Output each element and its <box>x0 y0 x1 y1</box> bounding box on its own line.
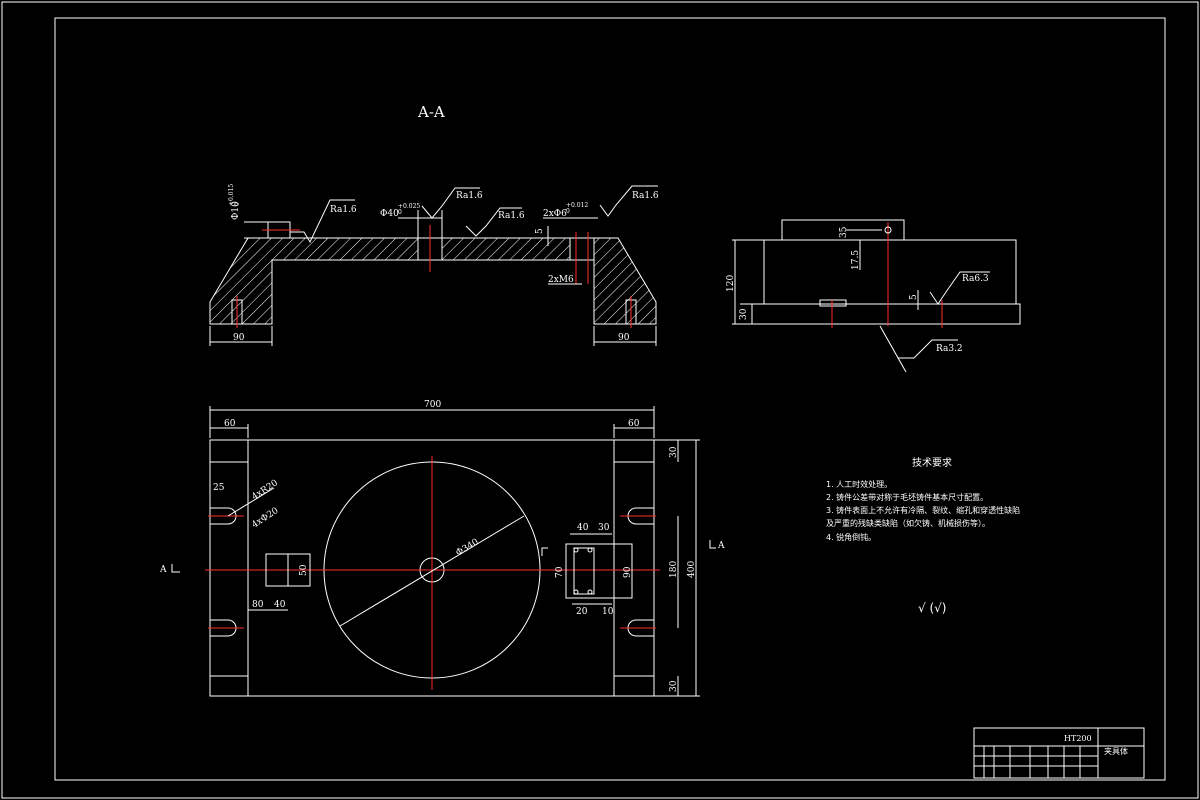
section-marker-right: A <box>717 541 725 551</box>
pin-hole <box>569 237 595 261</box>
dim-70: 70 <box>555 566 565 578</box>
side-slot <box>819 299 847 307</box>
section-profile-left <box>209 237 419 325</box>
right-block-inner <box>573 547 595 595</box>
dim-400: 400 <box>687 561 697 578</box>
dim-90-left: 90 <box>233 333 245 343</box>
plan-outline <box>209 439 655 697</box>
section-profile-mid <box>441 237 571 261</box>
section-title: A-A <box>417 103 445 121</box>
dim-d10: Φ10 <box>231 201 241 220</box>
right-block-hole-2 <box>587 547 593 553</box>
section-profile-right <box>593 237 657 325</box>
roughness-symbol-side-top <box>929 271 990 305</box>
plan-view: Φ340 50 80 40 40 30 70 90 20 10 <box>205 400 700 697</box>
dim-5: 5 <box>535 228 545 234</box>
tech-title: 技术要求 <box>912 456 952 469</box>
section-arrow-left <box>171 564 180 573</box>
right-block-outer <box>565 543 633 599</box>
section-arrow-right <box>709 540 716 549</box>
roughness-label-side-bottom: Ra3.2 <box>936 344 963 354</box>
dim-180: 180 <box>669 561 679 578</box>
dim-30-side: 30 <box>739 308 749 320</box>
dim-d40: Φ40 <box>380 209 399 219</box>
roughness-label-side-top: Ra6.3 <box>962 274 989 284</box>
dim-700: 700 <box>424 400 441 410</box>
side-pin-hole <box>884 226 892 234</box>
dim-4x20b: 4xΦ20 <box>250 506 281 531</box>
roughness-symbol-4 <box>599 185 658 217</box>
dim-80: 80 <box>252 600 264 610</box>
tol-d40-upper: +0.025 <box>398 203 420 210</box>
right-block-hole-3 <box>573 589 579 595</box>
inner-border <box>54 17 1166 781</box>
right-block-hole-4 <box>587 589 593 595</box>
side-top-boss <box>781 219 905 241</box>
dim-30-right-bottom: 30 <box>669 680 679 692</box>
roughness-symbol-2 <box>421 187 480 219</box>
title-block-part-name: 夹具体 <box>1104 746 1128 756</box>
roughness-symbol-side-bottom <box>879 325 958 373</box>
title-block-material: HT200 <box>1064 734 1092 743</box>
dim-30-right-top: 30 <box>669 446 679 458</box>
dim-50: 50 <box>299 564 309 576</box>
tol-d10-upper: +0.015 <box>228 184 235 206</box>
dim-35: 35 <box>839 226 849 238</box>
roughness-label-1: Ra1.6 <box>330 205 357 215</box>
title-block: HT200 夹具体 <box>973 727 1145 779</box>
right-block-hole-1 <box>573 547 579 553</box>
dim-90: 90 <box>623 566 633 578</box>
roughness-general-symbol: √ (√) <box>918 601 946 615</box>
tol-2xd6-lower: 0 <box>566 208 570 215</box>
side-base <box>751 303 1021 325</box>
section-marker-left: A <box>159 565 167 575</box>
roughness-label-2: Ra1.6 <box>456 191 483 201</box>
dim-5-side: 5 <box>909 294 919 300</box>
dim-17-5: 17.5 <box>851 250 861 270</box>
dim-20: 20 <box>576 607 588 617</box>
dim-60-left: 60 <box>224 419 236 429</box>
tech-item-2: 2. 铸件公差带对称于毛坯铸件基本尺寸配置。 <box>826 492 988 502</box>
dim-2xm6: 2xM6 <box>548 275 574 285</box>
dim-40-bottom: 40 <box>274 600 286 610</box>
dim-40: 40 <box>577 523 589 533</box>
roughness-symbol-1 <box>290 199 355 244</box>
title-block-frame <box>973 727 1145 779</box>
dim-4x20: 4xR20 <box>250 478 280 502</box>
dim-120: 120 <box>726 275 736 292</box>
dim-d340-leader <box>339 515 525 627</box>
tech-item-5: 4. 锐角倒钝。 <box>826 532 876 542</box>
tol-d40-lower: 0 <box>398 209 402 216</box>
roughness-label-4: Ra1.6 <box>632 191 659 201</box>
dim-30-top: 30 <box>598 523 610 533</box>
dim-10: 10 <box>602 607 614 617</box>
tech-item-4: 及严重的残缺类缺陷（如欠铸、机械损伤等）。 <box>826 518 990 528</box>
dim-90-right: 90 <box>618 333 630 343</box>
roughness-symbol-3 <box>465 207 522 237</box>
tech-item-1: 1. 人工时效处理。 <box>826 479 892 489</box>
dim-60-right: 60 <box>628 419 640 429</box>
tol-d10-lower: 0 <box>234 202 241 206</box>
side-view: 35 17.5 120 30 5 Ra6.3 Ra3.2 <box>726 219 1021 373</box>
dim-2xd6: 2xΦ6 <box>543 209 567 219</box>
tech-item-3: 3. 铸件表面上不允许有冷隔、裂纹、缩孔和穿透性缺陷 <box>826 505 1020 515</box>
roughness-label-3: Ra1.6 <box>498 211 525 221</box>
section-view: Ra1.6 Ra1.6 Ra1.6 Ra1.6 Φ10 +0.015 0 Φ40… <box>209 184 659 346</box>
section-arrow-mid <box>541 547 548 556</box>
tol-2xd6-upper: +0.012 <box>566 202 588 209</box>
dim-d340: Φ340 <box>454 537 480 558</box>
dim-25: 25 <box>213 483 225 493</box>
tech-requirements: 技术要求 1. 人工时效处理。 2. 铸件公差带对称于毛坯铸件基本尺寸配置。 3… <box>826 456 1020 615</box>
dim-4x20-leader <box>227 487 275 517</box>
